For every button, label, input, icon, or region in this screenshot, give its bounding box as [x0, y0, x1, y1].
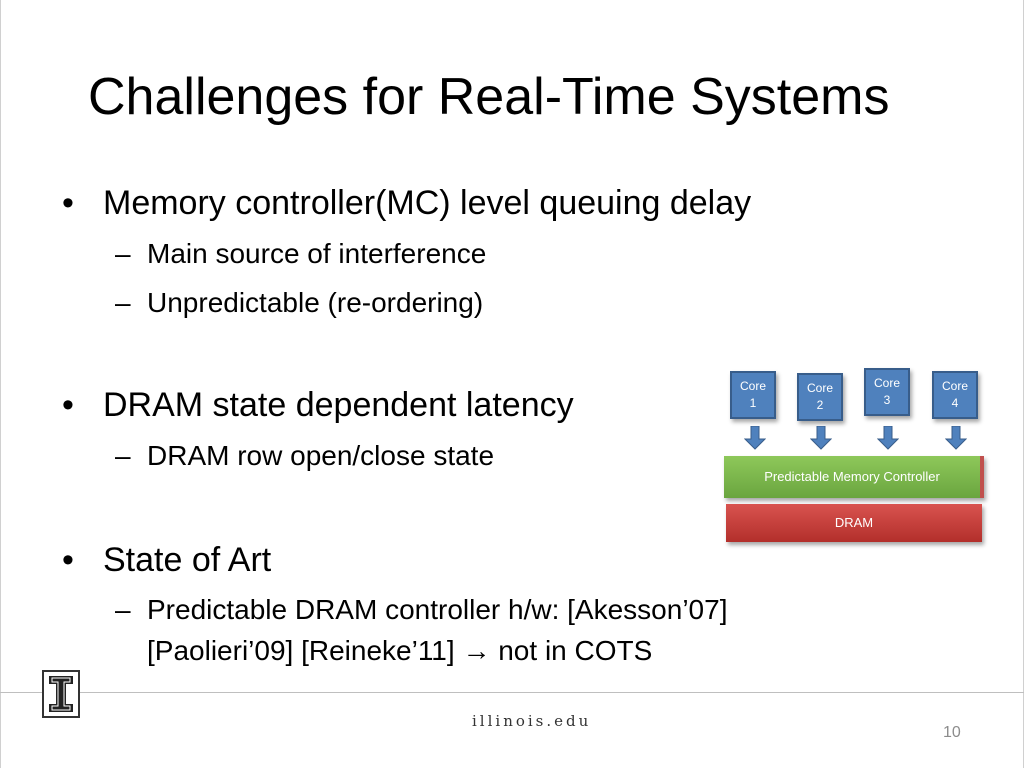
sub-bullet-dash-icon: –: [115, 287, 131, 318]
illinois-block-i-logo-icon: [42, 670, 80, 718]
bullet-1-sub-2: Unpredictable (re-ordering): [147, 287, 484, 318]
core-box-2: Core 2: [797, 373, 843, 421]
not-in-cots-text: not in COTS: [498, 635, 653, 666]
sub-bullet-dash-icon: –: [115, 238, 131, 269]
bullet-3-sub-1-line-2: [Paolieri’09] [Reineke’11] → not in COTS: [147, 634, 652, 668]
block-i-icon: [49, 676, 73, 712]
dram-box: DRAM: [726, 504, 982, 542]
bullet-dot-icon: •: [62, 184, 74, 222]
bullet-dot-icon: •: [62, 386, 74, 424]
bullet-3-sub-1-line-1: Predictable DRAM controller h/w: [Akesso…: [147, 594, 728, 625]
core-box-3: Core 3: [864, 368, 910, 416]
down-arrow-icon: [877, 426, 899, 450]
footer-site-text: illinois.edu: [472, 712, 592, 730]
bullet-2-text: DRAM state dependent latency: [103, 386, 574, 424]
core-label: Core: [873, 376, 900, 390]
slide-left-border: [0, 0, 1, 768]
footer-divider: [0, 692, 1024, 693]
core-number: 3: [883, 393, 891, 407]
memory-controller-box: Predictable Memory Controller: [724, 456, 984, 498]
down-arrow-icon: [744, 426, 766, 450]
core-number: 4: [951, 396, 959, 410]
core-number: 1: [749, 396, 757, 410]
bullet-1-sub-1: Main source of interference: [147, 238, 487, 269]
core-label: Core: [941, 379, 968, 393]
core-label: Core: [806, 381, 833, 395]
down-arrow-icon: [810, 426, 832, 450]
core-box-4: Core 4: [932, 371, 978, 419]
bullet-1-text: Memory controller(MC) level queuing dela…: [103, 184, 752, 222]
citations-text: [Paolieri’09] [Reineke’11]: [147, 635, 455, 666]
page-number: 10: [943, 724, 961, 741]
down-arrow-icon: [945, 426, 967, 450]
right-arrow-icon: →: [462, 635, 491, 666]
sub-bullet-dash-icon: –: [115, 594, 131, 625]
slide-title: Challenges for Real-Time Systems: [88, 68, 890, 126]
core-label: Core: [739, 379, 766, 393]
core-number: 2: [816, 398, 824, 412]
sub-bullet-dash-icon: –: [115, 440, 131, 471]
core-box-1: Core 1: [730, 371, 776, 419]
bullet-3-text: State of Art: [103, 541, 272, 579]
bullet-2-sub-1: DRAM row open/close state: [147, 440, 495, 471]
bullet-dot-icon: •: [62, 541, 74, 579]
